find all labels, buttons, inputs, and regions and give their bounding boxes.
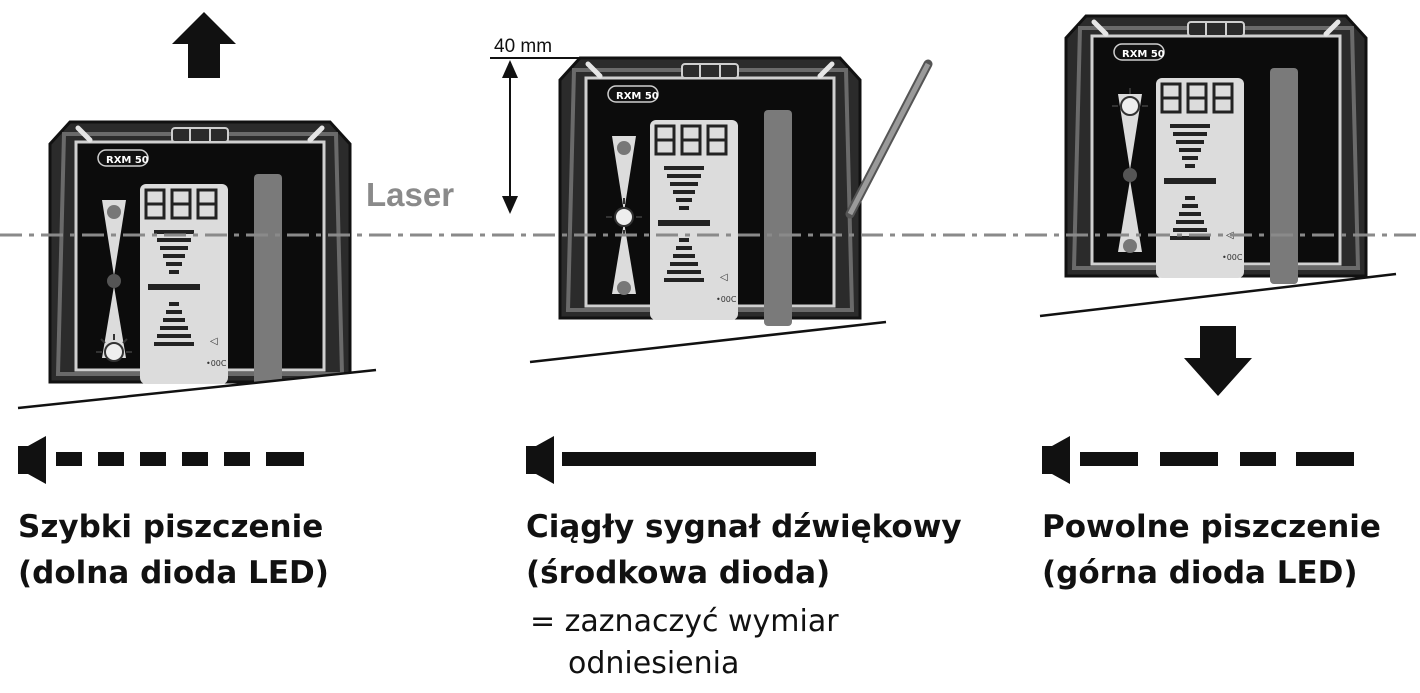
move-down-arrow-icon bbox=[1184, 326, 1252, 396]
top-led bbox=[617, 141, 631, 155]
top-led-active bbox=[1112, 88, 1148, 116]
receiver-center: RXM 50 bbox=[560, 58, 860, 326]
signal-continuous bbox=[562, 452, 816, 466]
signal-fast-beep bbox=[56, 452, 304, 466]
bottom-led bbox=[617, 281, 631, 295]
middle-led bbox=[107, 274, 121, 288]
surface-left bbox=[18, 370, 380, 430]
laser-label: Laser bbox=[366, 176, 454, 213]
receiver-left: RXM 50 bbox=[50, 122, 350, 390]
model-label: RXM 50 bbox=[616, 91, 659, 102]
note-line2: odniesienia bbox=[568, 646, 740, 681]
speaker-icon bbox=[18, 436, 46, 484]
caption-center-line1: Ciągły sygnał dźwiękowy bbox=[526, 509, 962, 545]
speaker-icon bbox=[1042, 436, 1070, 484]
dimension-label: 40 mm bbox=[494, 36, 552, 57]
surface-center bbox=[530, 322, 890, 400]
model-label: RXM 50 bbox=[1122, 49, 1165, 60]
pencil-icon bbox=[845, 59, 933, 219]
move-up-arrow-icon bbox=[172, 12, 236, 78]
bottom-led-active bbox=[96, 334, 132, 362]
model-label: RXM 50 bbox=[106, 155, 149, 166]
middle-led bbox=[1123, 168, 1137, 182]
caption-left-line2: (dolna dioda LED) bbox=[18, 555, 329, 591]
dimension-marker: 40 mm bbox=[490, 36, 580, 214]
bottom-led bbox=[1123, 239, 1137, 253]
middle-led-active bbox=[606, 198, 642, 236]
caption-right-line1: Powolne piszczenie bbox=[1042, 509, 1381, 545]
speaker-icon bbox=[526, 436, 554, 484]
caption-right-line2: (górna dioda LED) bbox=[1042, 555, 1358, 591]
caption-left-line1: Szybki piszczenie bbox=[18, 509, 324, 545]
note-line1: = zaznaczyć wymiar bbox=[530, 604, 839, 639]
signal-slow-beep bbox=[1080, 452, 1354, 466]
receiver-right: RXM 50 bbox=[1066, 16, 1366, 284]
top-led bbox=[107, 205, 121, 219]
caption-center-line2: (środkowa dioda) bbox=[526, 555, 831, 591]
surface-right bbox=[1040, 274, 1400, 340]
